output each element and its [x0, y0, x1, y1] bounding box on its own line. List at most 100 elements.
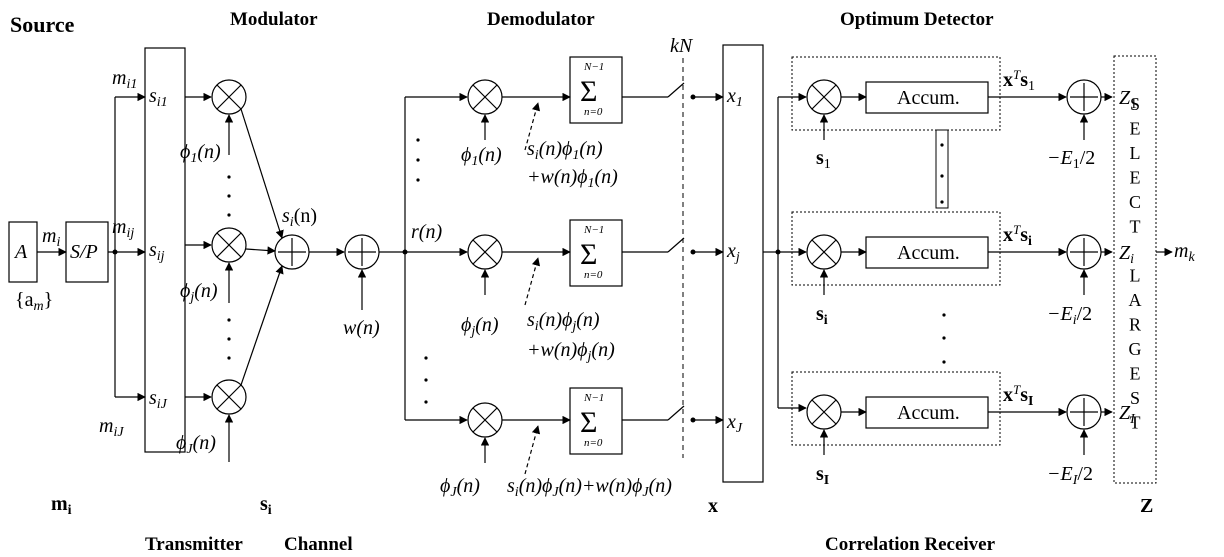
svg-text:N−1: N−1	[583, 61, 604, 73]
svg-text:Σ: Σ	[580, 406, 597, 439]
m-i1-label: mi1	[112, 67, 137, 92]
detector-branch-I	[791, 371, 1113, 455]
demod-phi-J-label: ϕJ(n)	[440, 475, 480, 500]
select-largest-letter: R	[1129, 315, 1141, 335]
summation-labels-j: N−1 Σ n=0	[580, 224, 604, 281]
phi-j-label: ϕj(n)	[180, 280, 218, 305]
s-ij-label: sij	[149, 239, 165, 264]
source-block-label: A	[13, 241, 28, 263]
header-optimum-detector: Optimum Detector	[840, 9, 994, 30]
z-I-label: ZI	[1119, 402, 1136, 427]
select-largest-letter: S	[1130, 388, 1140, 408]
accum-label-1: Accum.	[897, 87, 960, 109]
sampler-switch-j	[667, 237, 685, 253]
ellipsis-demod	[416, 138, 428, 404]
summation-labels-J: N−1 Σ n=0	[580, 392, 604, 449]
svg-text:n=0: n=0	[584, 106, 603, 118]
demod-branch-j	[467, 219, 724, 306]
kN-label: kN	[670, 35, 694, 57]
select-largest-letter: T	[1130, 413, 1141, 433]
select-largest-block	[1113, 55, 1157, 484]
select-largest-letter: E	[1130, 364, 1141, 384]
s-iJ-label: siJ	[149, 387, 168, 412]
summation-labels-1: N−1 Σ n=0	[580, 61, 604, 118]
svg-text:Σ: Σ	[580, 75, 597, 108]
modulator-summer	[240, 108, 310, 386]
header-source: Source	[10, 12, 75, 37]
m-ij-label: mij	[112, 216, 134, 241]
x-J-label: xJ	[726, 411, 743, 436]
z-i-label: Zi	[1119, 242, 1134, 267]
si-n-label: si(n)	[282, 205, 317, 230]
output-mk-label: mk	[1174, 240, 1195, 265]
s-i1-label: si1	[149, 85, 168, 110]
modulator-multiplier-J: ϕJ(n)	[176, 379, 247, 462]
demod-product-J-label: si(n)ϕJ(n)+w(n)ϕJ(n)	[507, 475, 672, 500]
demod-phi-1-label: ϕ1(n)	[461, 144, 502, 169]
accum-label-I: Accum.	[897, 402, 960, 424]
accum-label-i: Accum.	[897, 242, 960, 264]
bottom-label-z: Z	[1140, 495, 1153, 517]
channel-adder	[344, 234, 380, 310]
bottom-label-s: si	[260, 493, 272, 518]
summation-block-J	[569, 387, 623, 455]
svg-text:n=0: n=0	[584, 437, 603, 449]
demod-branch-1	[467, 56, 724, 151]
sampler-switch-1	[667, 82, 685, 98]
select-largest-letter: G	[1129, 339, 1142, 359]
select-largest-letter: A	[1129, 290, 1142, 310]
summation-block-1	[569, 56, 623, 124]
select-largest-letter: E	[1130, 119, 1141, 139]
energy-1-label: −E1/2	[1047, 147, 1095, 172]
sampler-switch-J	[667, 405, 685, 421]
svg-text:Σ: Σ	[580, 238, 597, 271]
ellipsis-detector	[942, 313, 946, 364]
select-largest-letter: E	[1130, 168, 1141, 188]
header-transmitter: Transmitter	[145, 534, 243, 555]
xts-I-label: xTsI	[1003, 382, 1033, 409]
noise-label: w(n)	[343, 317, 380, 339]
svg-text:N−1: N−1	[583, 224, 604, 236]
branch-continuation-box	[935, 129, 949, 209]
phi-1-label: ϕ1(n)	[180, 141, 221, 166]
symbol-mapper-block	[144, 47, 186, 453]
header-modulator: Modulator	[230, 9, 318, 30]
source-symbols-label: {am}	[15, 289, 53, 314]
demod-branch-J	[467, 387, 724, 475]
svg-text:n=0: n=0	[584, 269, 603, 281]
demod-product-1-line2: +w(n)ϕ1(n)	[527, 166, 618, 191]
sp-block-label: S/P	[70, 241, 98, 263]
energy-I-label: −EI/2	[1047, 463, 1093, 488]
header-demodulator: Demodulator	[487, 9, 595, 30]
select-largest-letter: C	[1129, 192, 1141, 212]
x-1-label: x1	[726, 85, 743, 110]
demod-product-1-line1: si(n)ϕ1(n)	[527, 138, 603, 163]
svg-text:N−1: N−1	[583, 392, 604, 404]
header-channel: Channel	[284, 534, 353, 555]
header-correlation-receiver: Correlation Receiver	[825, 534, 996, 555]
x-vector-block	[722, 44, 764, 483]
demod-product-j-line2: +w(n)ϕj(n)	[527, 339, 615, 364]
select-largest-letter: L	[1130, 143, 1141, 163]
x-j-label: xj	[726, 240, 740, 265]
bottom-label-x: x	[708, 495, 718, 517]
demod-product-j-line1: si(n)ϕj(n)	[527, 309, 600, 334]
select-largest-letter: S	[1130, 94, 1140, 114]
xts-i-label: xTsi	[1003, 222, 1032, 249]
det-s-i-label: si	[816, 303, 828, 328]
summation-block-j	[569, 219, 623, 287]
detector-branch-1	[791, 56, 1113, 140]
modulator-multiplier-1: ϕ1(n)	[180, 79, 247, 166]
received-signal-label: r(n)	[411, 221, 442, 243]
phi-J-label: ϕJ(n)	[176, 432, 216, 457]
demod-phi-j-label: ϕj(n)	[461, 314, 499, 339]
modulator-multiplier-j: ϕj(n)	[180, 227, 247, 305]
mi-label: mi	[42, 225, 60, 250]
select-largest-letter: L	[1130, 266, 1141, 286]
energy-i-label: −Ei/2	[1047, 303, 1092, 328]
det-s-I-label: sI	[816, 463, 829, 488]
z-1-label: Z1	[1119, 87, 1137, 112]
xts-1-label: xTs1	[1003, 67, 1035, 94]
